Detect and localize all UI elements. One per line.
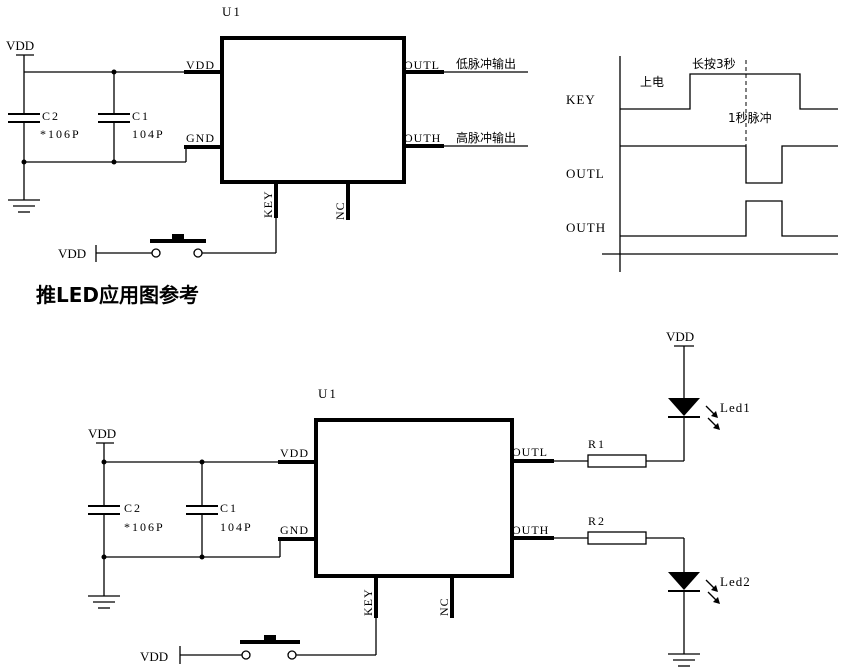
top-c1-value: 104P (132, 127, 165, 141)
bottom-pin-nc-label: NC (437, 597, 451, 616)
bottom-chip-label: U1 (318, 386, 338, 401)
bottom-pin-key-label: KEY (361, 588, 375, 616)
bottom-c2-value: *106P (124, 520, 165, 534)
top-pin-outl-label: OUTL (404, 58, 440, 72)
timing-outl-label: OUTL (566, 166, 605, 181)
top-pin-key-label: KEY (261, 190, 275, 218)
top-outl-note: 低脉冲输出 (456, 56, 516, 71)
timing-long-press-note: 长按3秒 (692, 57, 736, 71)
resistor-r1 (587, 454, 647, 468)
led2-emission-head-1 (711, 585, 718, 592)
timing-power-on-note: 上电 (640, 75, 664, 89)
bottom-chip-u1 (314, 418, 514, 578)
resistor-r2 (587, 531, 647, 545)
led2-symbol (668, 572, 700, 590)
resistor-r1-label: R1 (588, 437, 606, 451)
timing-pulse-note: 1秒脉冲 (728, 110, 772, 125)
led1-emission-head-2 (713, 423, 720, 430)
section-title: 推LED应用图参考 (36, 283, 199, 307)
bottom-switch-vdd-label: VDD (140, 649, 168, 664)
top-vdd-label: VDD (6, 38, 34, 53)
top-chip-u1 (220, 36, 406, 184)
top-switch-contact-right (193, 248, 203, 258)
bottom-switch-contact-left (241, 650, 251, 660)
top-pin-nc-label: NC (333, 201, 347, 220)
top-c1-name: C1 (132, 109, 150, 123)
led1-symbol (668, 398, 700, 416)
top-chip-label: U1 (222, 4, 242, 19)
top-c2-name: C2 (42, 109, 60, 123)
timing-outh-label: OUTH (566, 220, 606, 235)
top-schematic: U1 VDD VDD GND C2 *106P C1 104P (6, 4, 528, 262)
timing-outh-waveform (620, 200, 838, 237)
led1-label: Led1 (720, 400, 751, 415)
led1-emission-head-1 (711, 411, 718, 418)
bottom-c2-name: C2 (124, 501, 142, 515)
bottom-schematic: U1 VDD VDD GND C2 *106P C1 104P (88, 329, 751, 667)
top-switch-vdd-label: VDD (58, 246, 86, 261)
top-switch-button-cap (172, 234, 184, 240)
bottom-pin-outh-label: OUTH (512, 523, 549, 537)
bottom-pin-vdd-label: VDD (280, 446, 309, 460)
bottom-led-vdd-label: VDD (666, 329, 694, 344)
top-pin-vdd-label: VDD (186, 58, 215, 72)
timing-outl-waveform (620, 145, 838, 184)
top-outh-note: 高脉冲输出 (456, 130, 516, 145)
top-pin-gnd-label: GND (186, 131, 215, 145)
resistor-r2-label: R2 (588, 514, 606, 528)
bottom-c1-name: C1 (220, 501, 238, 515)
bottom-pin-gnd-label: GND (280, 523, 309, 537)
timing-key-waveform (620, 73, 838, 110)
top-switch-contact-left (151, 248, 161, 258)
led2-emission-head-2 (713, 597, 720, 604)
led2-label: Led2 (720, 574, 751, 589)
timing-diagram: KEY 上电 长按3秒 1秒脉冲 OUTL OUTH (566, 56, 838, 272)
top-c2-value: *106P (40, 127, 81, 141)
bottom-vdd-label: VDD (88, 426, 116, 441)
bottom-switch-contact-right (287, 650, 297, 660)
timing-key-label: KEY (566, 92, 596, 107)
bottom-c1-value: 104P (220, 520, 253, 534)
bottom-pin-outl-label: OUTL (512, 445, 548, 459)
bottom-switch-button-cap (264, 635, 276, 641)
top-pin-outh-label: OUTH (404, 131, 441, 145)
